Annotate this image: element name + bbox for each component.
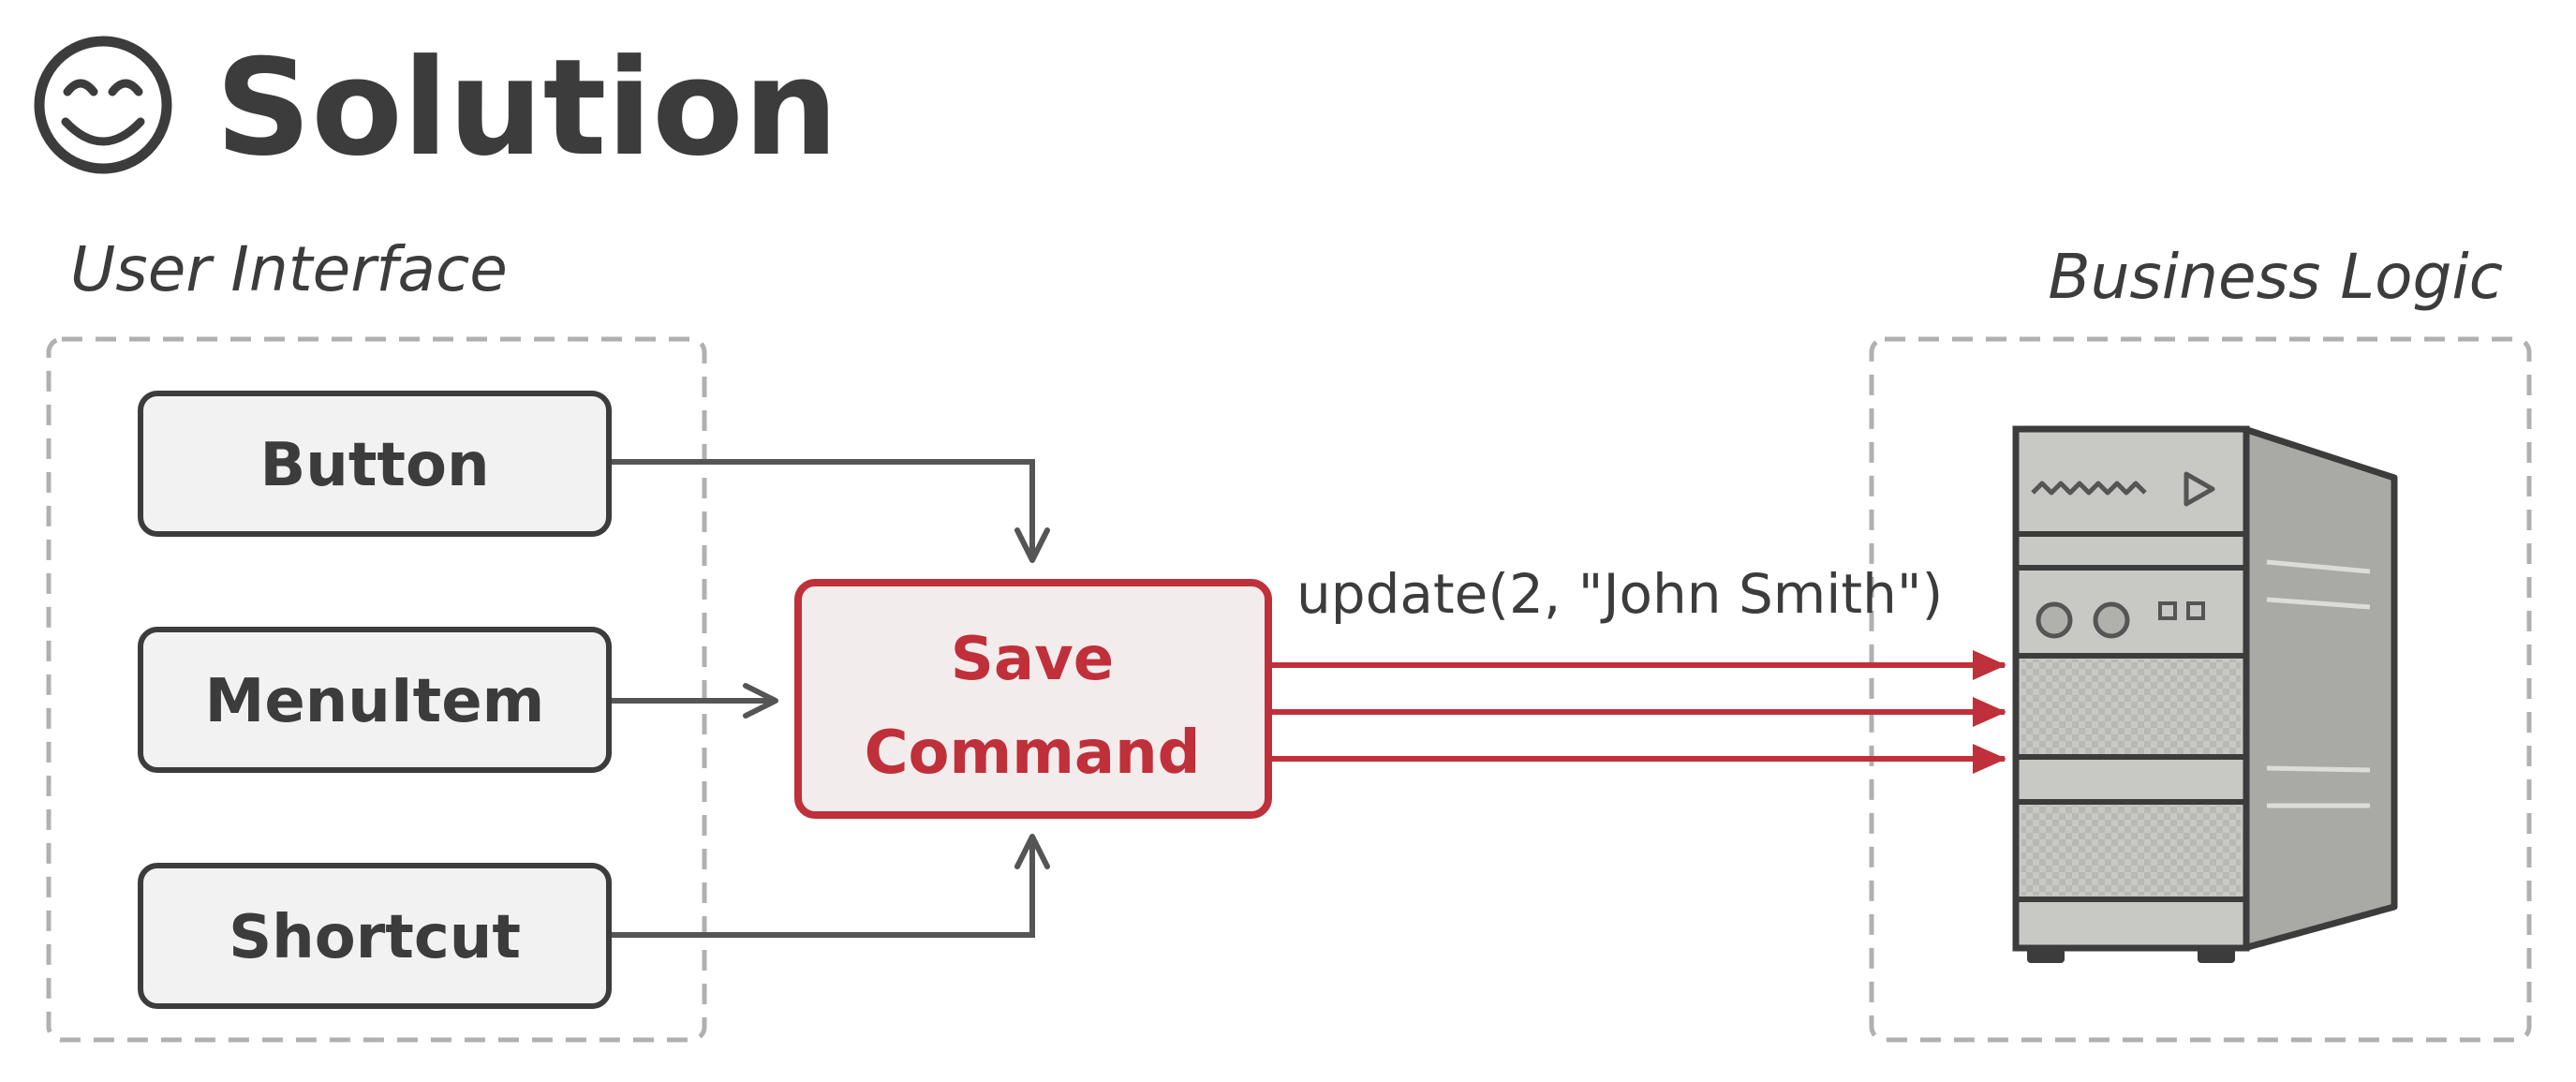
- smiley-face-icon: [34, 36, 172, 174]
- menuitem-node-label: MenuItem: [205, 667, 545, 736]
- update-call-label: update(2, "John Smith"): [1296, 562, 1943, 626]
- save-command-node: Save Command: [794, 579, 1272, 819]
- save-command-label-line2: Command: [865, 719, 1201, 788]
- menuitem-node: MenuItem: [138, 627, 612, 773]
- page-title: Solution: [215, 31, 838, 185]
- user-interface-label: User Interface: [70, 233, 508, 305]
- user-interface-group: [46, 336, 707, 1043]
- shortcut-to-command-arrow: [611, 834, 1050, 938]
- button-to-command-arrow: [611, 459, 1050, 563]
- shortcut-node: Shortcut: [138, 863, 612, 1009]
- server-icon: [2012, 425, 2398, 963]
- shortcut-node-label: Shortcut: [229, 903, 521, 972]
- business-logic-label: Business Logic: [2048, 241, 2503, 313]
- button-node-label: Button: [259, 431, 489, 500]
- business-logic-group: [1869, 336, 2532, 1043]
- button-node: Button: [138, 391, 612, 537]
- save-command-label-line1: Save: [951, 625, 1114, 694]
